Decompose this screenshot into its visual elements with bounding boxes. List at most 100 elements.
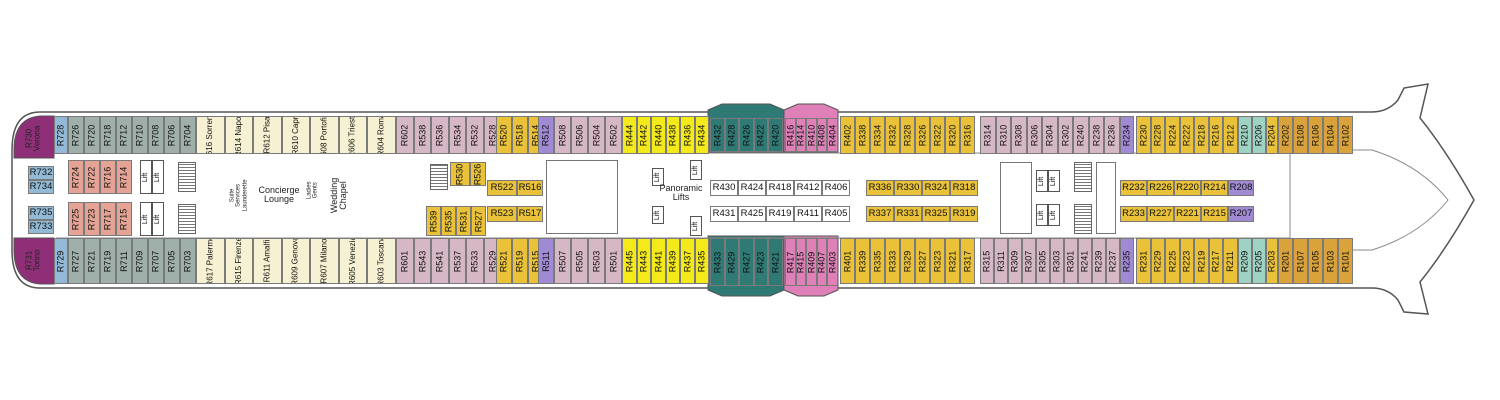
cabin-r303[interactable]: R303 xyxy=(1050,238,1064,284)
cabin-r107[interactable]: R107 xyxy=(1293,238,1308,284)
cabin-r239[interactable]: R239 xyxy=(1092,238,1106,284)
cabin-r708[interactable]: R708 xyxy=(148,116,164,154)
cabin-r536[interactable]: R536 xyxy=(431,116,449,154)
cabin-r332[interactable]: R332 xyxy=(885,116,900,154)
cabin-r442[interactable]: R442 xyxy=(636,116,651,154)
cabin-r543[interactable]: R543 xyxy=(413,238,431,284)
cabin-r222[interactable]: R222 xyxy=(1179,116,1194,154)
cabin-r612[interactable]: R612 Pisa xyxy=(253,116,282,154)
cabin-r441[interactable]: R441 xyxy=(651,238,666,284)
cabin-r314[interactable]: R314 xyxy=(980,116,996,154)
cabin-r530[interactable]: R530 xyxy=(450,162,470,186)
cabin-r401[interactable]: R401 xyxy=(840,238,855,284)
cabin-r705[interactable]: R705 xyxy=(164,238,180,284)
cabin-r520[interactable]: R520 xyxy=(496,116,512,154)
cabin-r208[interactable]: R208 xyxy=(1228,180,1254,196)
cabin-r734[interactable]: R734 xyxy=(28,180,54,194)
cabin-r232[interactable]: R232 xyxy=(1120,180,1147,196)
cabin-r240[interactable]: R240 xyxy=(1073,116,1089,154)
cabin-r419[interactable]: R419 xyxy=(766,206,794,222)
cabin-r508[interactable]: R508 xyxy=(554,116,571,154)
cabin-r428[interactable]: R428 xyxy=(724,118,739,152)
cabin-r703[interactable]: R703 xyxy=(180,238,196,284)
cabin-r105[interactable]: R105 xyxy=(1308,238,1323,284)
cabin-r423[interactable]: R423 xyxy=(753,238,768,286)
cabin-r614[interactable]: R614 Napoli xyxy=(224,116,253,154)
cabin-r225[interactable]: R225 xyxy=(1165,238,1180,284)
cabin-r221[interactable]: R221 xyxy=(1174,206,1201,222)
cabin-r616[interactable]: R616 Sorrento xyxy=(196,116,225,154)
cabin-r434[interactable]: R434 xyxy=(694,116,709,154)
cabin-r301[interactable]: R301 xyxy=(1064,238,1078,284)
cabin-r417[interactable]: R417 xyxy=(785,238,796,286)
cabin-r711[interactable]: R711 xyxy=(116,238,132,284)
cabin-r230[interactable]: R230 xyxy=(1136,116,1151,154)
cabin-r735[interactable]: R735 xyxy=(28,206,54,220)
cabin-r517[interactable]: R517 xyxy=(517,206,543,222)
cabin-r732[interactable]: R732 xyxy=(28,166,54,180)
cabin-r604[interactable]: R604 Roma xyxy=(367,116,396,154)
cabin-r414[interactable]: R414 xyxy=(795,118,806,152)
cabin-r334[interactable]: R334 xyxy=(870,116,885,154)
cabin-r523[interactable]: R523 xyxy=(487,206,517,222)
cabin-r707[interactable]: R707 xyxy=(148,238,164,284)
cabin-r209[interactable]: R209 xyxy=(1238,238,1252,284)
cabin-r433[interactable]: R433 xyxy=(710,238,725,286)
cabin-r412[interactable]: R412 xyxy=(794,180,822,196)
cabin-r505[interactable]: R505 xyxy=(571,238,588,284)
cabin-r307[interactable]: R307 xyxy=(1022,238,1036,284)
cabin-r728[interactable]: R728 xyxy=(54,116,68,154)
cabin-r236[interactable]: R236 xyxy=(1104,116,1120,154)
cabin-r231[interactable]: R231 xyxy=(1136,238,1151,284)
cabin-r714[interactable]: R714 xyxy=(116,160,132,194)
cabin-r311[interactable]: R311 xyxy=(994,238,1008,284)
cabin-r518[interactable]: R518 xyxy=(512,116,528,154)
cabin-r216[interactable]: R216 xyxy=(1208,116,1223,154)
cabin-r310[interactable]: R310 xyxy=(995,116,1011,154)
cabin-r223[interactable]: R223 xyxy=(1179,238,1194,284)
cabin-r411[interactable]: R411 xyxy=(794,206,822,222)
cabin-r336[interactable]: R336 xyxy=(866,180,894,196)
cabin-r439[interactable]: R439 xyxy=(665,238,680,284)
cabin-r410[interactable]: R410 xyxy=(806,118,817,152)
cabin-r205[interactable]: R205 xyxy=(1252,238,1266,284)
cabin-r403[interactable]: R403 xyxy=(827,238,838,286)
cabin-r331[interactable]: R331 xyxy=(894,206,922,222)
cabin-r302[interactable]: R302 xyxy=(1057,116,1073,154)
cabin-r608[interactable]: R608 Portofino xyxy=(310,116,339,154)
cabin-r512[interactable]: R512 xyxy=(538,116,554,154)
cabin-r315[interactable]: R315 xyxy=(980,238,994,284)
cabin-r534[interactable]: R534 xyxy=(448,116,466,154)
cabin-r506[interactable]: R506 xyxy=(571,116,588,154)
cabin-r427[interactable]: R427 xyxy=(739,238,754,286)
cabin-r329[interactable]: R329 xyxy=(900,238,915,284)
cabin-r234[interactable]: R234 xyxy=(1120,116,1134,154)
cabin-r421[interactable]: R421 xyxy=(768,238,783,286)
cabin-r405[interactable]: R405 xyxy=(822,206,850,222)
cabin-r206[interactable]: R206 xyxy=(1252,116,1266,154)
cabin-r526[interactable]: R526 xyxy=(470,162,486,186)
cabin-r227[interactable]: R227 xyxy=(1147,206,1174,222)
cabin-r720[interactable]: R720 xyxy=(84,116,100,154)
cabin-r217[interactable]: R217 xyxy=(1208,238,1223,284)
cabin-r501[interactable]: R501 xyxy=(605,238,622,284)
cabin-r220[interactable]: R220 xyxy=(1174,180,1201,196)
cabin-r511[interactable]: R511 xyxy=(538,238,554,284)
cabin-r330[interactable]: R330 xyxy=(894,180,922,196)
cabin-r444[interactable]: R444 xyxy=(622,116,637,154)
cabin-r214[interactable]: R214 xyxy=(1201,180,1228,196)
cabin-r328[interactable]: R328 xyxy=(900,116,915,154)
cabin-r443[interactable]: R443 xyxy=(636,238,651,284)
cabin-r406[interactable]: R406 xyxy=(822,180,850,196)
cabin-r617[interactable]: R617 Palermo xyxy=(196,238,225,284)
cabin-r219[interactable]: R219 xyxy=(1194,238,1209,284)
cabin-r308[interactable]: R308 xyxy=(1011,116,1027,154)
cabin-r537[interactable]: R537 xyxy=(448,238,466,284)
cabin-r202[interactable]: R202 xyxy=(1278,116,1293,154)
cabin-r326[interactable]: R326 xyxy=(915,116,930,154)
cabin-r108[interactable]: R108 xyxy=(1293,116,1308,154)
cabin-r431[interactable]: R431 xyxy=(710,206,738,222)
cabin-r436[interactable]: R436 xyxy=(680,116,695,154)
cabin-r229[interactable]: R229 xyxy=(1150,238,1165,284)
cabin-r507[interactable]: R507 xyxy=(554,238,571,284)
